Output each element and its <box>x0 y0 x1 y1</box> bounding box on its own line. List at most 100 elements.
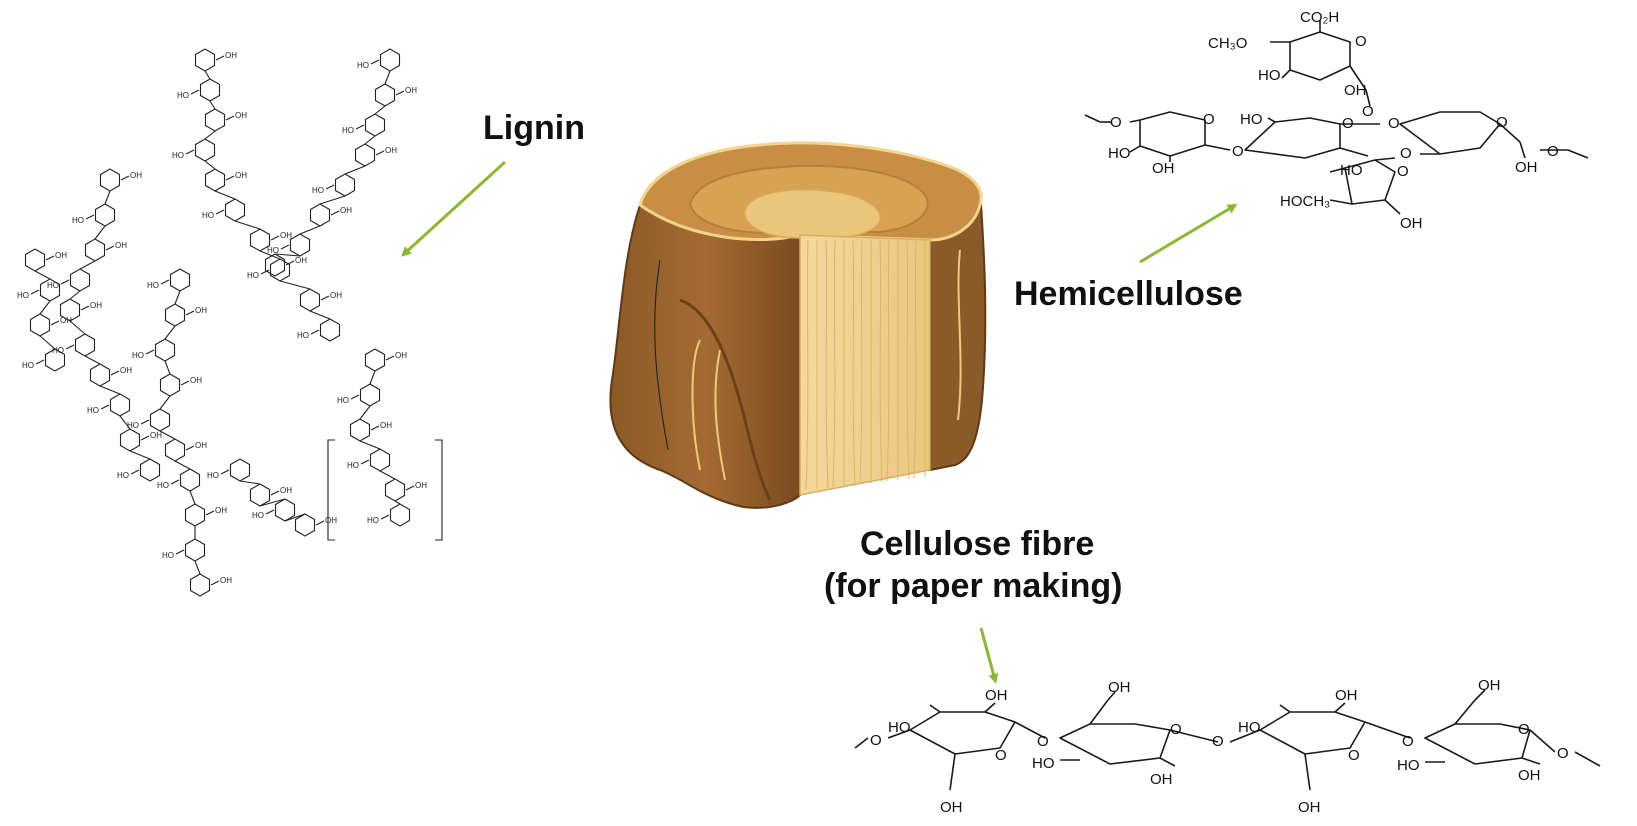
lignin-aromatic-ring <box>184 503 206 527</box>
lignin-bond <box>160 279 170 285</box>
hemi-ho-b: HO <box>1108 145 1131 162</box>
lignin-bond <box>164 360 171 375</box>
lignin-oh-label: OH <box>380 421 392 430</box>
lignin-bond <box>309 310 331 320</box>
cut-face-grain-line <box>805 239 809 491</box>
lignin-aromatic-ring <box>289 233 311 257</box>
lignin-aromatic-ring <box>204 168 226 192</box>
lignin-aromatic-ring <box>159 373 181 397</box>
hemi-ring-o-2: O <box>1203 111 1215 128</box>
lignin-aromatic-ring <box>84 238 106 262</box>
lignin-oh-label: OH <box>235 171 247 180</box>
arrow-cellulose <box>979 627 999 684</box>
lignin-aromatic-ring <box>29 313 51 337</box>
lignin-bond <box>189 490 196 505</box>
hemi-ho-label: HO <box>1258 67 1281 84</box>
lignin-oh-label: OH <box>150 431 162 440</box>
lignin-aromatic-ring <box>374 83 396 107</box>
cellulose-start-o: O <box>870 732 882 749</box>
lignin-bond <box>394 500 401 505</box>
lignin-bond <box>30 289 40 295</box>
lignin-bond <box>69 320 86 335</box>
label-cellulose-line2: (for paper making) <box>824 567 1123 605</box>
lignin-aromatic-ring <box>364 113 386 137</box>
cut-face-grain-line <box>852 239 856 486</box>
lignin-bond <box>359 440 381 450</box>
lignin-aromatic-ring <box>379 48 401 72</box>
lignin-bond <box>164 325 176 340</box>
lignin-bond <box>220 469 230 475</box>
lignin-bond <box>84 355 101 365</box>
lignin-bond <box>159 430 176 440</box>
stump-bark-left <box>609 203 801 509</box>
lignin-bond <box>105 245 115 251</box>
lignin-aromatic-ring <box>334 173 356 197</box>
cellulose-oh-bottom-1: OH <box>940 799 963 816</box>
cut-face-grain-line <box>913 239 917 479</box>
lignin-oh-label: HO <box>162 551 174 560</box>
lignin-bond <box>225 175 235 181</box>
lignin-oh-label: OH <box>280 486 292 495</box>
lignin-bond <box>130 469 140 475</box>
lignin-oh-label: HO <box>267 246 279 255</box>
lignin-oh-label: HO <box>347 461 359 470</box>
lignin-bond <box>50 320 60 326</box>
hemi-ring-c <box>1399 111 1501 155</box>
lignin-bond <box>265 509 275 515</box>
lignin-aromatic-ring <box>89 363 111 387</box>
lignin-bond <box>145 349 155 355</box>
lignin-bond <box>140 435 150 441</box>
lignin-bond <box>259 250 281 260</box>
lignin-aromatic-ring <box>164 438 186 462</box>
hemi-oh-d: OH <box>1400 215 1423 232</box>
hemi-end-o: O <box>1547 143 1559 160</box>
lignin-bond <box>360 459 370 465</box>
cellulose-link-o-2: O <box>1212 733 1224 750</box>
lignin-oh-label: OH <box>340 206 352 215</box>
lignin-bond <box>45 255 55 261</box>
lignin-bond <box>284 513 306 522</box>
lignin-bond <box>65 344 75 350</box>
cellulose-ring-o-4: O <box>1518 721 1530 738</box>
lignin-oh-label: HO <box>172 151 184 160</box>
lignin-bond <box>355 124 365 130</box>
lignin-bond <box>405 485 415 491</box>
cellulose-ho-4: HO <box>1397 757 1420 774</box>
lignin-aromatic-ring <box>164 303 186 327</box>
cellulose-ho-2: HO <box>1032 755 1055 772</box>
lignin-bond <box>204 70 211 80</box>
cellulose-oh-bottom-3: OH <box>1298 799 1321 816</box>
arrow-hemicellulose <box>1139 203 1238 264</box>
cellulose-ring-2 <box>1059 723 1171 765</box>
lignin-oh-label: HO <box>22 361 34 370</box>
lignin-bond <box>369 370 376 385</box>
hemi-start-o: O <box>1110 114 1122 131</box>
lignin-oh-label: OH <box>235 111 247 120</box>
lignin-bond <box>174 290 181 305</box>
lignin-oh-label: HO <box>207 471 219 480</box>
lignin-bond <box>34 270 51 280</box>
lignin-bond <box>100 404 110 410</box>
lignin-oh-label: HO <box>357 61 369 70</box>
lignin-bond <box>175 549 185 555</box>
cellulose-ho-1: HO <box>888 719 911 736</box>
lignin-aromatic-ring <box>119 428 141 452</box>
label-lignin: Lignin <box>483 109 585 147</box>
lignin-bond <box>259 498 286 507</box>
lignin-bond <box>280 244 290 250</box>
hemi-ring-o-1: O <box>1355 33 1367 50</box>
lignin-aromatic-ring <box>359 383 381 407</box>
lignin-oh-label: OH <box>190 376 202 385</box>
lignin-bond <box>370 425 380 431</box>
lignin-oh-label: HO <box>147 281 159 290</box>
lignin-oh-label: OH <box>280 231 292 240</box>
lignin-aromatic-ring <box>274 498 296 522</box>
hemi-ring-o-4: O <box>1388 115 1400 132</box>
lignin-aromatic-ring <box>184 538 206 562</box>
cellulose-link-o-1: O <box>1037 733 1049 750</box>
lignin-aromatic-ring <box>154 338 176 362</box>
lignin-oh-label: OH <box>195 441 207 450</box>
lignin-bond <box>110 370 120 376</box>
lignin-oh-label: OH <box>395 351 407 360</box>
